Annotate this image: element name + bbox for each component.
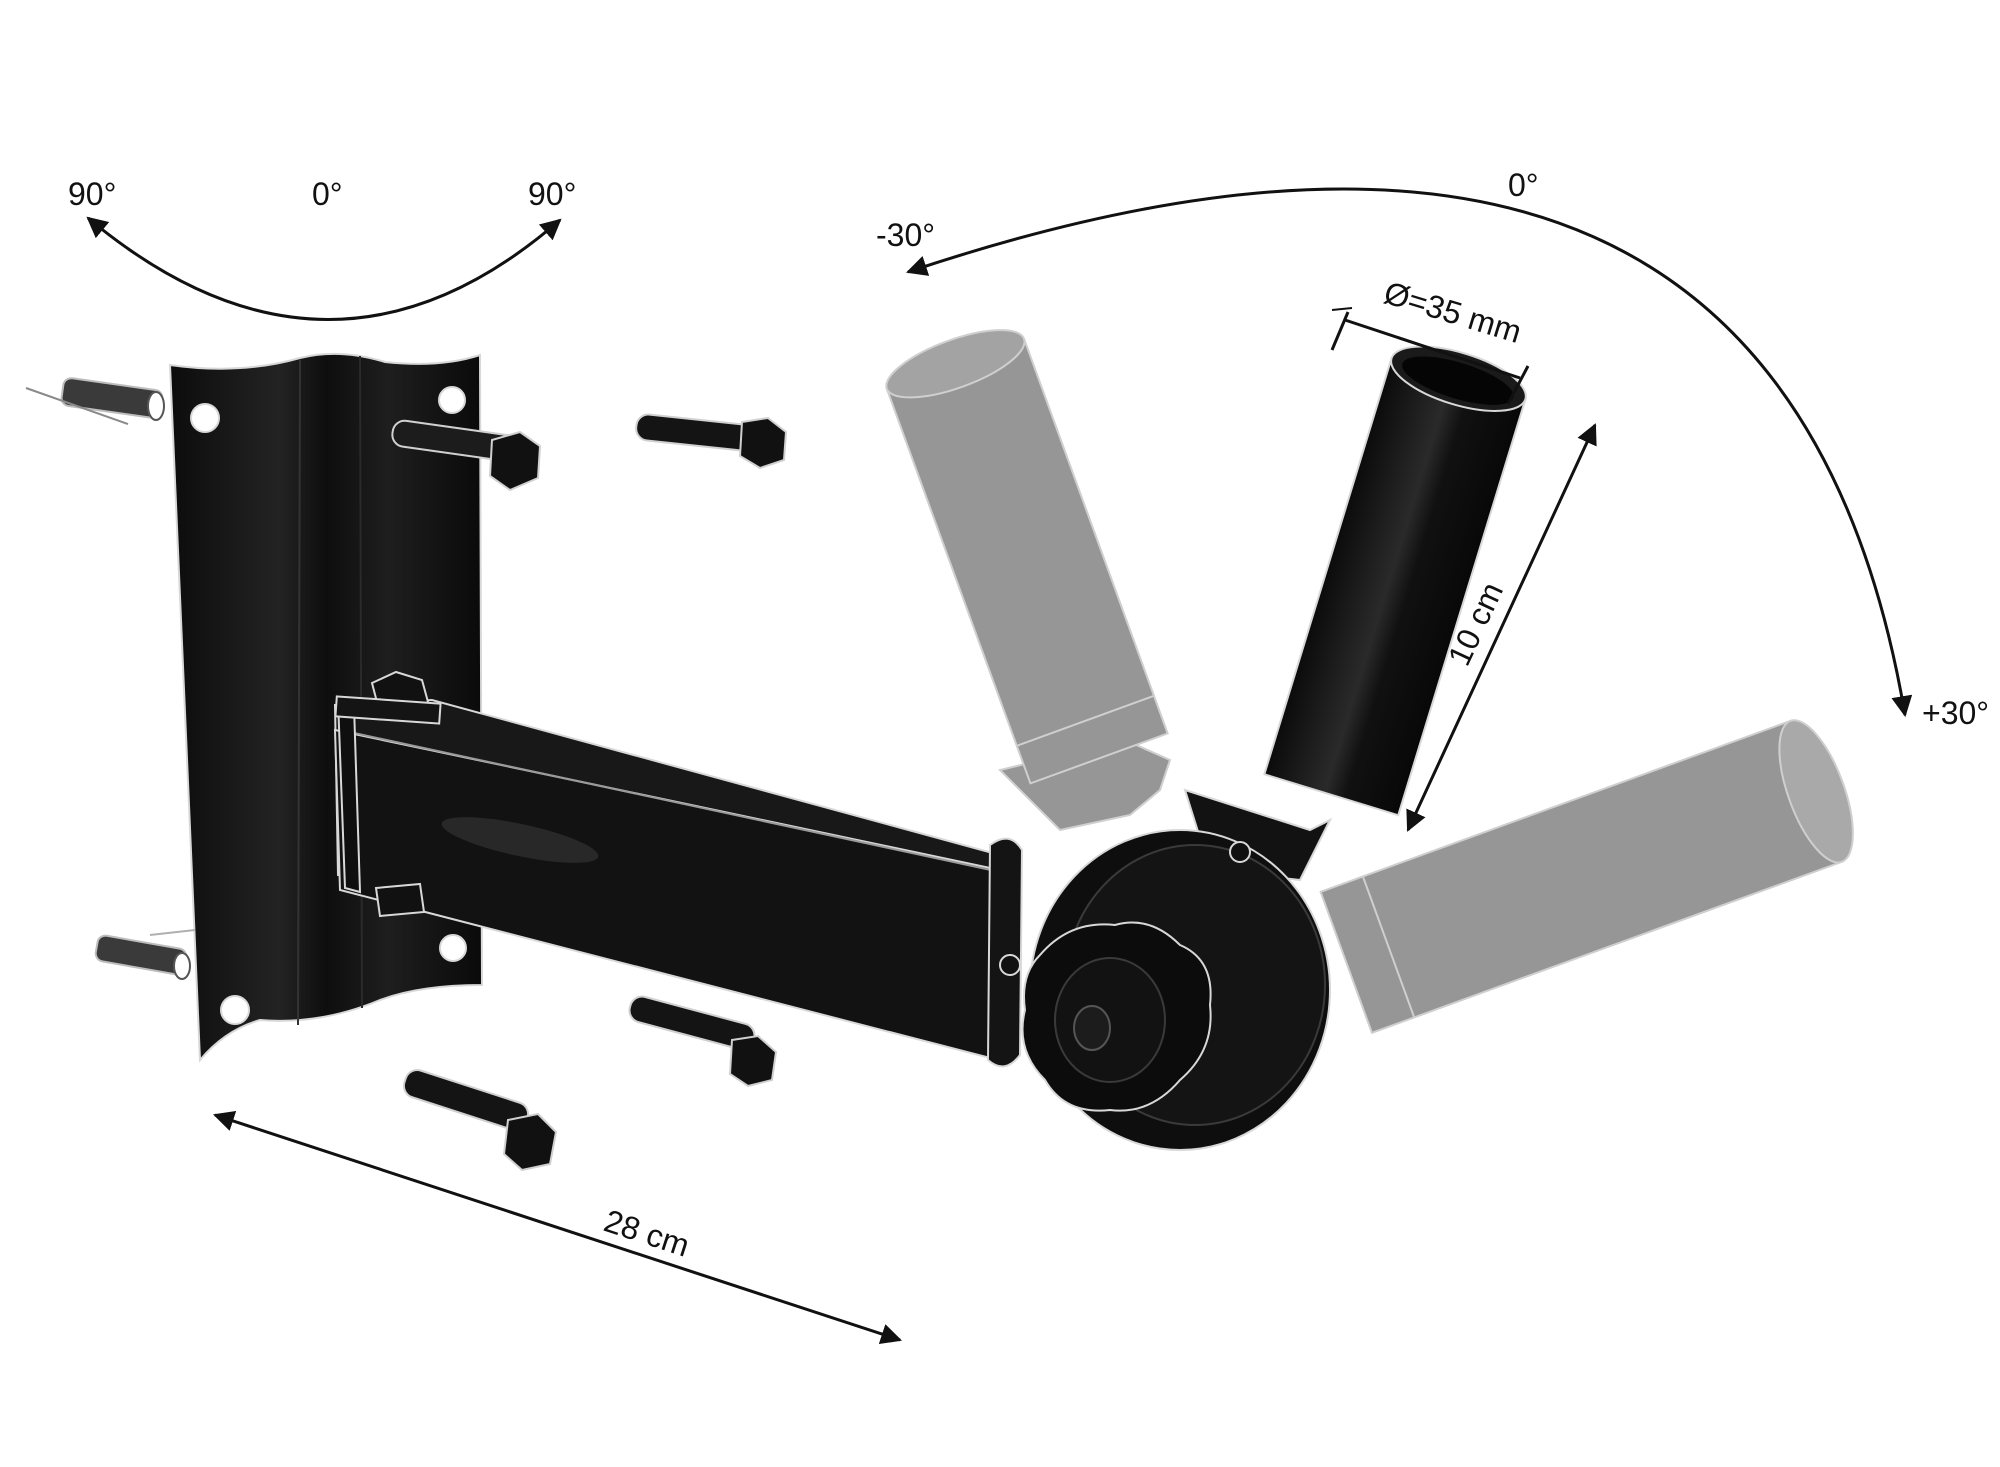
pan-rotation-indicator: 90° 0° 90°: [68, 176, 576, 321]
pan-center-label: 0°: [312, 176, 343, 212]
plate-hole-top-left: [190, 403, 220, 433]
arm-length-dimension: 28 cm: [213, 1110, 902, 1345]
bolt-loose-middle: [628, 995, 778, 1088]
pan-arc-arrow: [86, 216, 562, 321]
bolt-loose-bottom: [402, 1069, 558, 1172]
locking-knob: [1021, 921, 1212, 1112]
tilt-plus-label: +30°: [1922, 695, 1989, 731]
arm-length-label: 28 cm: [600, 1202, 694, 1263]
wall-anchor-bottom: [94, 929, 196, 980]
ghost-tube-minus30: [885, 329, 1172, 832]
hub-screw: [1229, 841, 1251, 863]
plate-hole-top-right: [438, 386, 466, 414]
tilt-rotation-indicator: -30° 0° +30°: [876, 167, 1989, 731]
plate-hole-bottom-left: [220, 995, 250, 1025]
knob-center: [1073, 1005, 1111, 1051]
tilt-minus-label: -30°: [876, 217, 935, 253]
wall-anchor-top: [25, 377, 165, 425]
pan-right-label: 90°: [528, 176, 576, 212]
bolt-loose-top: [635, 413, 788, 470]
bolt-plate-top: [391, 419, 542, 492]
pan-left-label: 90°: [68, 176, 116, 212]
ghost-tube-plus30: [1319, 719, 1854, 1035]
bracket-arm: [333, 670, 1024, 1068]
tilt-arc-arrow: [906, 187, 1913, 718]
tilt-zero-label: 0°: [1508, 167, 1539, 203]
plate-hole-bottom-right: [439, 934, 467, 962]
arm-screw: [999, 954, 1021, 976]
